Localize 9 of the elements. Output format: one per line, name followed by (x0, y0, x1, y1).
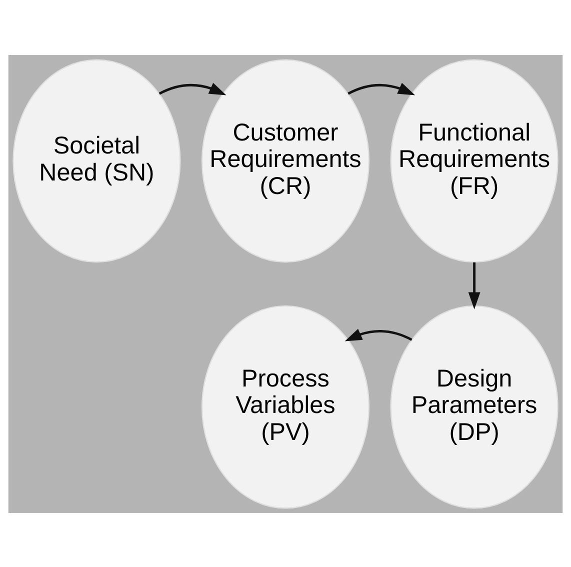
node-ellipse: Societal Need (SN) (12, 58, 181, 262)
node-ellipse: Process Variables (PV) (201, 304, 370, 508)
node-ellipse: Design Parameters (DP) (390, 304, 558, 508)
arrow (344, 328, 412, 341)
arrow (158, 82, 226, 95)
arrow (468, 262, 480, 309)
node-ellipse: Functional Requirements (FR) (390, 58, 558, 262)
node-ellipse: Customer Requirements (CR) (201, 58, 370, 262)
arrow (348, 82, 416, 95)
